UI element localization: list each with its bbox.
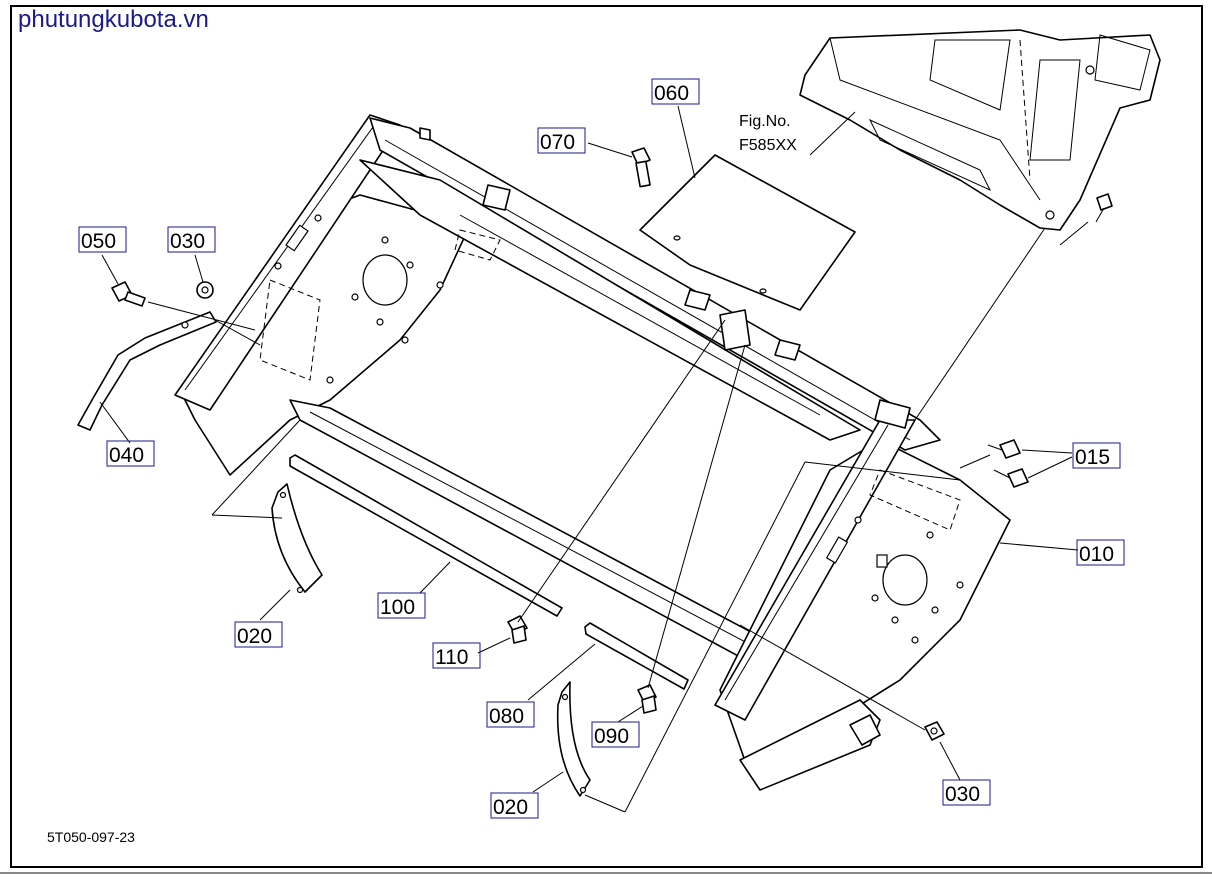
bracket-040 bbox=[77, 311, 217, 431]
callout-080[interactable]: 080 bbox=[486, 701, 535, 728]
callout-020-left[interactable]: 020 bbox=[234, 621, 283, 648]
figure-reference[interactable]: Fig.No. F585XX bbox=[739, 113, 797, 154]
callout-090[interactable]: 090 bbox=[591, 721, 640, 748]
svg-text:015: 015 bbox=[1075, 446, 1110, 469]
svg-text:020: 020 bbox=[493, 796, 528, 819]
callout-050[interactable]: 050 bbox=[78, 226, 127, 253]
callout-030-right[interactable]: 030 bbox=[942, 779, 991, 806]
svg-text:100: 100 bbox=[380, 596, 415, 619]
svg-text:040: 040 bbox=[109, 444, 144, 467]
callout-020-bottom[interactable]: 020 bbox=[490, 792, 539, 819]
svg-text:070: 070 bbox=[540, 131, 575, 154]
nut-030-left bbox=[196, 281, 214, 299]
svg-text:060: 060 bbox=[654, 82, 689, 105]
nut-030-right bbox=[924, 721, 945, 741]
drawing-code: 5T050-097-23 bbox=[47, 829, 135, 845]
svg-text:020: 020 bbox=[237, 625, 272, 648]
bolts-015 bbox=[987, 439, 1029, 488]
bolt-050 bbox=[111, 281, 146, 307]
leader-lines bbox=[99, 105, 1089, 813]
guard-020-bottom bbox=[556, 681, 591, 797]
svg-text:050: 050 bbox=[81, 230, 116, 253]
strip-100 bbox=[289, 454, 563, 617]
callout-060[interactable]: 060 bbox=[651, 78, 700, 105]
callout-100[interactable]: 100 bbox=[377, 592, 426, 619]
watermark-text: phutungkubota.vn bbox=[18, 6, 209, 33]
svg-text:030: 030 bbox=[170, 230, 205, 253]
drawing-border bbox=[10, 5, 1203, 868]
callout-110[interactable]: 110 bbox=[432, 642, 481, 669]
svg-text:090: 090 bbox=[594, 725, 629, 748]
nut-110 bbox=[507, 615, 528, 644]
guard-020-left bbox=[271, 483, 323, 593]
callout-070[interactable]: 070 bbox=[537, 127, 586, 154]
callout-010[interactable]: 010 bbox=[1076, 539, 1125, 566]
main-frame bbox=[174, 114, 1011, 791]
svg-text:010: 010 bbox=[1079, 543, 1114, 566]
callout-015[interactable]: 015 bbox=[1072, 442, 1121, 469]
bolt-070 bbox=[631, 147, 651, 188]
callouts: 050 030 040 020 100 110 080 090 bbox=[78, 78, 1125, 819]
strip-080 bbox=[584, 622, 689, 690]
figure-ref-line1: Fig.No. bbox=[739, 113, 791, 130]
callout-040[interactable]: 040 bbox=[106, 440, 155, 467]
nut-090 bbox=[637, 684, 657, 714]
svg-text:080: 080 bbox=[489, 705, 524, 728]
figure-ref-line2: F585XX bbox=[739, 137, 797, 154]
callout-030-left[interactable]: 030 bbox=[167, 226, 216, 253]
svg-text:030: 030 bbox=[945, 783, 980, 806]
reference-assembly bbox=[799, 29, 1161, 231]
svg-text:110: 110 bbox=[435, 646, 468, 669]
